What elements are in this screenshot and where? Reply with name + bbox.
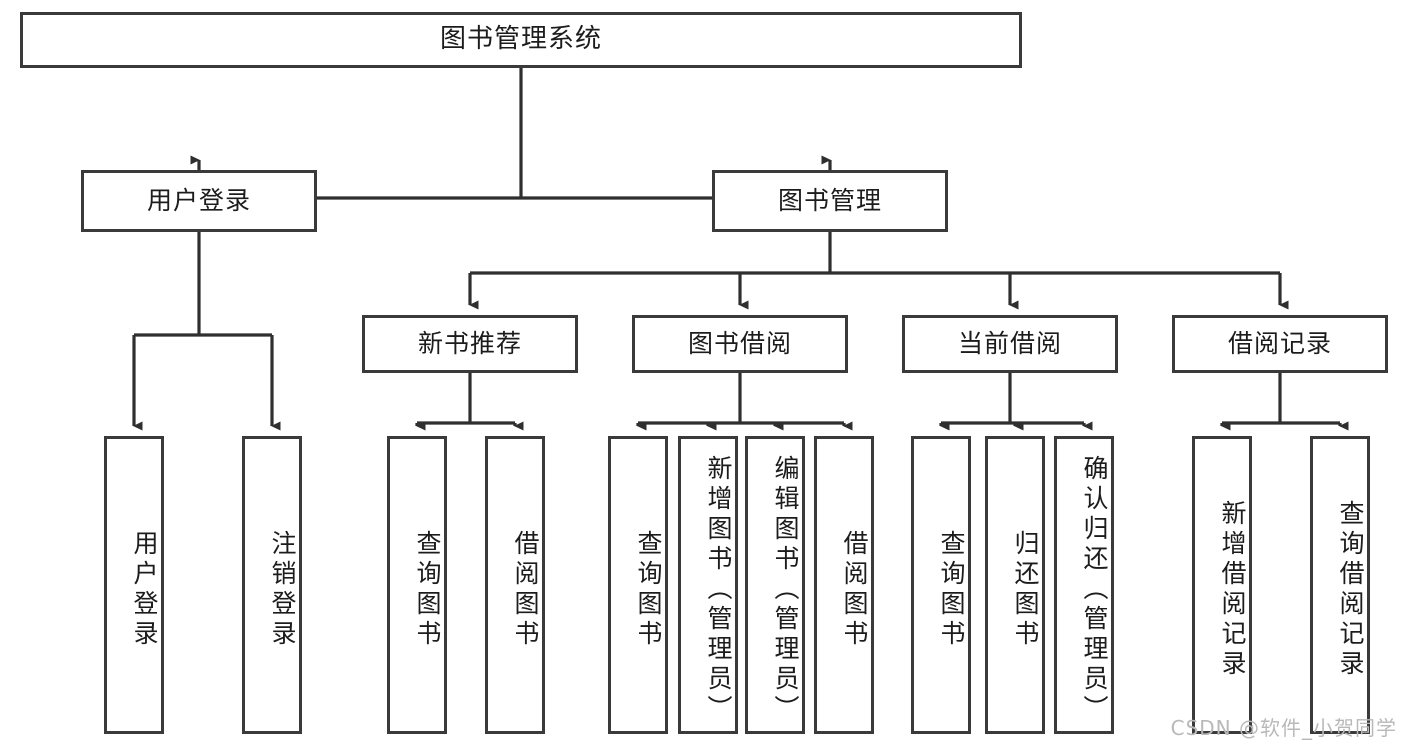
node-leaf-query-book-current[interactable]: 查询图书: [911, 436, 971, 734]
node-leaf-user-login[interactable]: 用户登录: [104, 436, 164, 734]
node-borrow-record[interactable]: 借阅记录: [1172, 315, 1388, 373]
node-label: 新书推荐: [417, 329, 522, 358]
node-label: 新增图书（管理员）: [704, 455, 733, 725]
node-leaf-logout[interactable]: 注销登录: [242, 436, 302, 734]
node-leaf-borrow-book[interactable]: 借阅图书: [814, 436, 874, 734]
node-book-borrow[interactable]: 图书借阅: [632, 315, 848, 373]
node-label: 编辑图书（管理员）: [771, 455, 800, 725]
node-label: 归还图书: [1011, 530, 1040, 650]
node-leaf-add-book[interactable]: 新增图书（管理员）: [678, 436, 738, 734]
node-leaf-edit-book[interactable]: 编辑图书（管理员）: [745, 436, 805, 734]
node-leaf-confirm-return[interactable]: 确认归还（管理员）: [1054, 436, 1114, 734]
node-label: 借阅图书: [840, 530, 869, 650]
node-label: 借阅图书: [511, 530, 540, 650]
node-leaf-return-book[interactable]: 归还图书: [985, 436, 1045, 734]
node-label: 查询图书: [634, 530, 663, 650]
node-label: 注销登录: [268, 530, 297, 650]
node-leaf-query-record[interactable]: 查询借阅记录: [1310, 436, 1370, 734]
node-label: 新增借阅记录: [1218, 500, 1247, 680]
node-leaf-add-record[interactable]: 新增借阅记录: [1192, 436, 1252, 734]
node-label: 图书管理系统: [439, 24, 602, 55]
node-label: 用户登录: [146, 186, 251, 215]
node-label: 查询图书: [413, 530, 442, 650]
node-label: 当前借阅: [957, 329, 1062, 358]
node-book-manage[interactable]: 图书管理: [712, 170, 948, 232]
node-label: 确认归还（管理员）: [1080, 455, 1109, 725]
node-user-login[interactable]: 用户登录: [81, 170, 317, 232]
node-leaf-query-book-borrow[interactable]: 查询图书: [608, 436, 668, 734]
node-leaf-borrow-book-rec[interactable]: 借阅图书: [485, 436, 545, 734]
node-label: 查询借阅记录: [1336, 500, 1365, 680]
node-current-borrow[interactable]: 当前借阅: [902, 315, 1118, 373]
node-label: 查询图书: [937, 530, 966, 650]
node-leaf-query-book-rec[interactable]: 查询图书: [387, 436, 447, 734]
node-label: 用户登录: [130, 530, 159, 650]
node-new-book-recommend[interactable]: 新书推荐: [362, 315, 578, 373]
node-label: 图书借阅: [687, 329, 792, 358]
node-label: 图书管理: [777, 186, 882, 215]
node-root[interactable]: 图书管理系统: [20, 12, 1022, 68]
node-label: 借阅记录: [1227, 329, 1332, 358]
